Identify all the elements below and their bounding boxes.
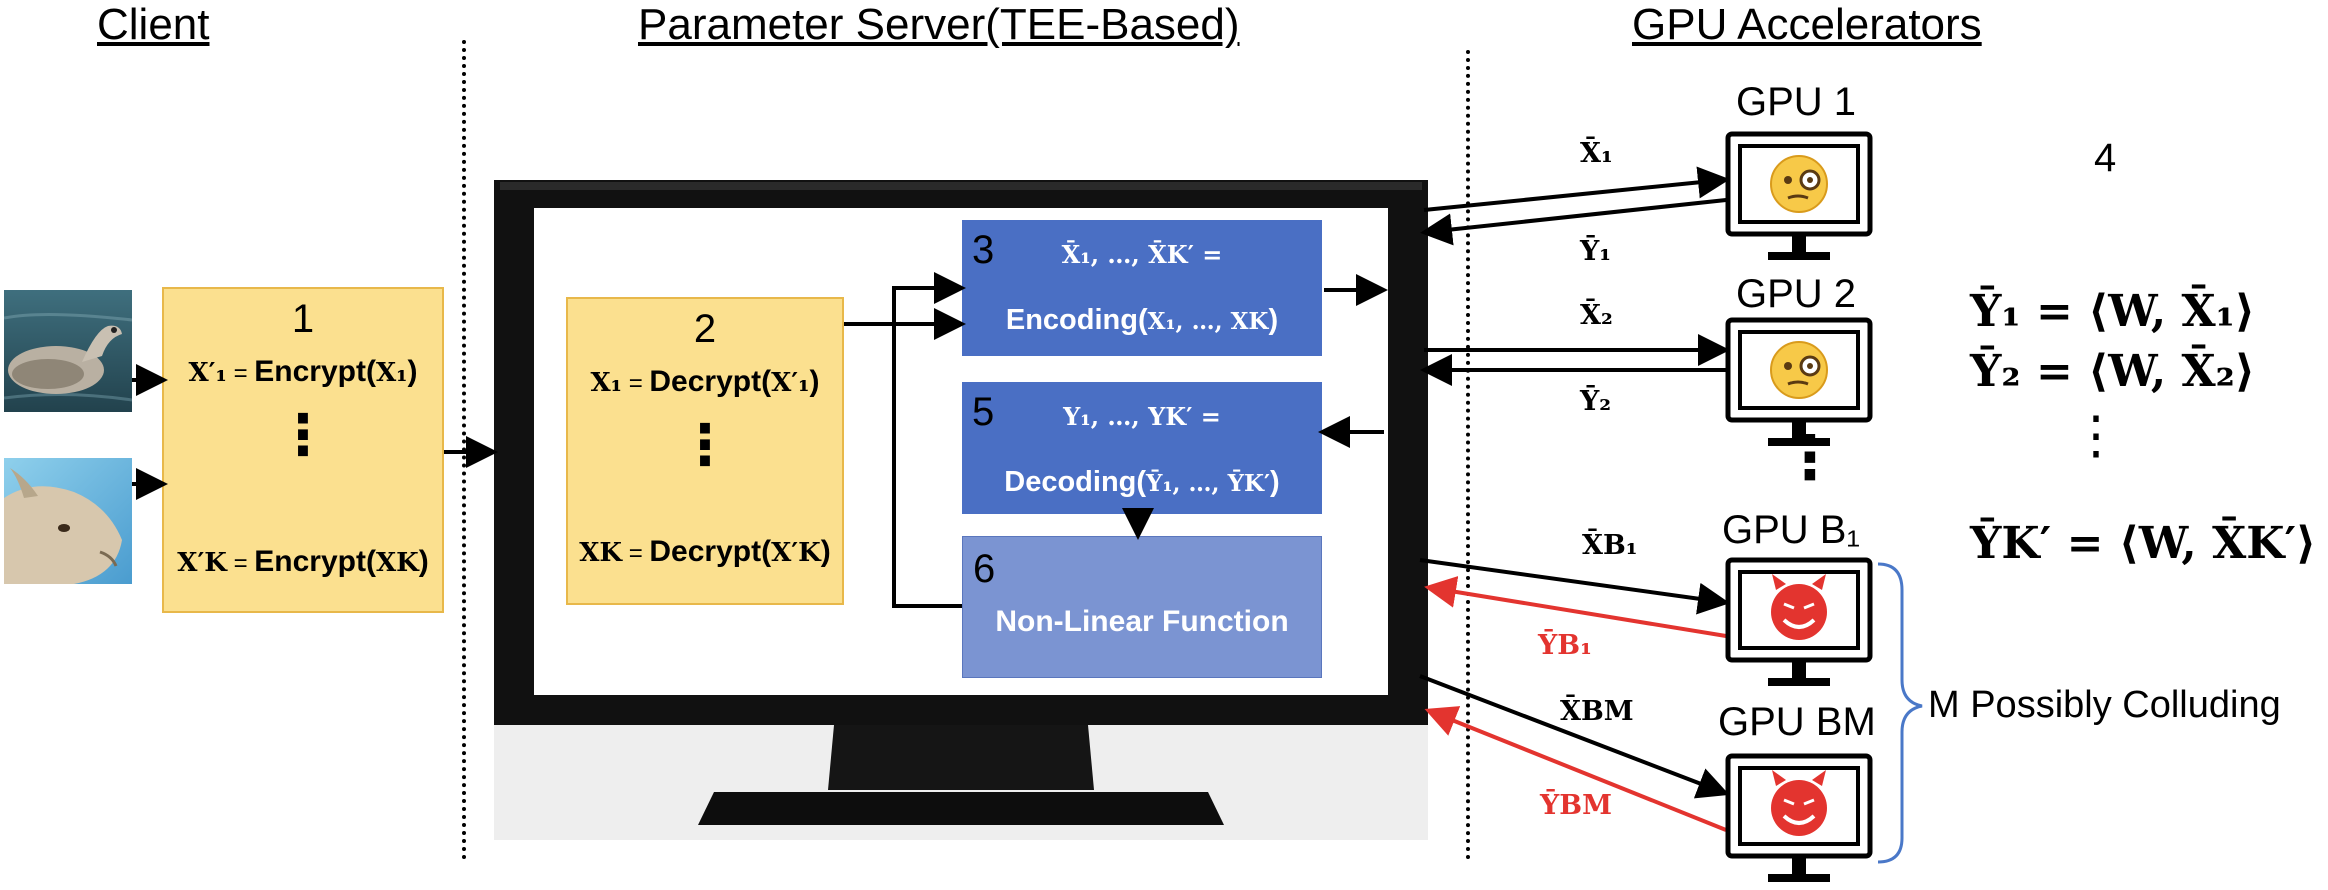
step4-eq1: Ȳ₁ = ⟨W, X̄₁⟩: [1970, 286, 2256, 337]
step1-line2: X′K = Encrypt(XK): [164, 545, 442, 579]
gpu2-send-label: X̄₂: [1580, 300, 1613, 331]
gpu-bm-monitor: [1728, 756, 1870, 882]
gpu-bm-recv-label: ȲBM: [1540, 790, 1612, 821]
step1-line1-var: X′₁: [188, 358, 227, 388]
step1-line1-arg: X₁: [375, 358, 408, 388]
step5-close: ): [1270, 466, 1280, 498]
step4-number: 4: [2094, 136, 2117, 180]
gpu-bm-label: GPU BM: [1718, 700, 1876, 744]
step1-line1-fn: Encrypt(: [254, 355, 376, 388]
monocle-face-icon: [1770, 341, 1828, 399]
step2-line1: X₁ = Decrypt(X′₁): [568, 365, 842, 399]
arrow-gpu-bm-to-server: [1424, 706, 1727, 832]
gpu-dots: ⋮: [1780, 424, 1840, 491]
gpu2-recv-label: Ȳ₂: [1580, 386, 1612, 417]
step1-dots: ⋮: [275, 403, 331, 466]
monocle-face-icon: [1770, 155, 1828, 213]
step2-decrypt-box: 2 X₁ = Decrypt(X′₁) ⋮ XK = Decrypt(X′K): [566, 297, 844, 605]
step1-line2-fn: Encrypt(: [254, 545, 376, 578]
step2-number: 2: [693, 307, 717, 351]
step5-decoding-box: 5 Y₁, …, YK′ = Decoding(Ȳ₁, …, ȲK′): [962, 382, 1322, 514]
goat-image: [4, 458, 132, 584]
step1-encrypt-box: 1 X′₁ = Encrypt(X₁) ⋮ X′K = Encrypt(XK): [162, 287, 444, 613]
step2-line1-fn: Decrypt(: [649, 365, 772, 398]
gpu1-label: GPU 1: [1736, 80, 1857, 124]
step2-line2-close: ): [820, 535, 831, 568]
arrow-gpu1-to-server: [1420, 198, 1727, 246]
header-gpu-accelerators: GPU Accelerators: [1632, 0, 1982, 49]
separator-server-gpus: [1466, 50, 1470, 860]
gpu1-recv-label: Ȳ₁: [1580, 236, 1612, 267]
devil-face-icon: [1771, 574, 1827, 640]
step6-label: Non-Linear Function: [995, 605, 1289, 638]
step1-line2-arg: XK: [375, 548, 419, 578]
arrow-gpu-b1-to-server: [1424, 576, 1727, 638]
step5-vars: Y₁, …, YK′ =: [1063, 402, 1221, 431]
step3-formula: Encoding(X₁, …, XK): [962, 304, 1322, 337]
colluding-label: M Possibly Colluding: [1928, 684, 2281, 726]
step2-line2: XK = Decrypt(X′K): [568, 535, 842, 569]
step2-line2-var: XK: [579, 538, 623, 568]
step5-args: Ȳ₁, …, ȲK′: [1146, 470, 1271, 497]
arrow-server-to-gpu-bm: [1419, 674, 1730, 799]
gpu-bm-send-label: X̄BM: [1560, 696, 1634, 727]
step5-fn: Decoding(: [1004, 466, 1147, 498]
step1-line2-close: ): [418, 545, 429, 578]
gpu2-monitor: [1728, 320, 1870, 446]
header-client: Client: [97, 0, 210, 49]
gpu2-label: GPU 2: [1736, 272, 1857, 316]
step1-line1-eq: =: [226, 360, 255, 387]
gpu-b1-send-label: X̄B₁: [1582, 530, 1638, 561]
step5-formula: Decoding(Ȳ₁, …, ȲK′): [962, 466, 1322, 499]
gpu-b1-recv-label: ȲB₁: [1538, 630, 1592, 661]
step3-fn: Encoding(: [1005, 304, 1148, 336]
step1-line1: X′₁ = Encrypt(X₁): [164, 355, 442, 389]
step3-number: 3: [972, 228, 995, 272]
step1-line2-eq: =: [226, 550, 255, 577]
gpu1-send-label: X̄₁: [1580, 138, 1613, 169]
step1-line2-var: X′K: [177, 548, 227, 578]
header-parameter-server: Parameter Server(TEE-Based): [638, 0, 1240, 49]
step3-args: X₁, …, XK: [1147, 308, 1269, 335]
gpu-b1-monitor: [1728, 560, 1870, 686]
step1-line1-close: ): [407, 355, 418, 388]
step3-encoding-box: 3 X̄₁, …, X̄K′ = Encoding(X₁, …, XK): [962, 220, 1322, 356]
goose-image: [4, 290, 132, 412]
gpu-b1-label: GPU B₁: [1722, 508, 1860, 552]
arrow-server-to-gpu1: [1423, 166, 1730, 212]
step4-dots: ⋮: [2070, 406, 2122, 466]
arrow-step6-loop-to-step3: [892, 272, 966, 608]
step4-eq2: Ȳ₂ = ⟨W, X̄₂⟩: [1970, 346, 2256, 397]
step2-line2-fn: Decrypt(: [649, 535, 772, 568]
step2-line1-arg: X′₁: [771, 368, 810, 398]
step2-line1-var: X₁: [590, 368, 623, 398]
step5-number: 5: [972, 390, 995, 434]
step2-line2-arg: X′K: [771, 538, 821, 568]
step2-dots: ⋮: [677, 413, 733, 476]
step6-nonlinear-box: 6 Non-Linear Function: [962, 536, 1322, 678]
step4-eqK: ȲK′ = ⟨W, X̄K′⟩: [1970, 518, 2317, 569]
step6-number: 6: [973, 547, 996, 591]
step3-vars: X̄₁, …, X̄K′ =: [1061, 240, 1223, 269]
step1-number: 1: [291, 297, 315, 341]
step2-line2-eq: =: [622, 540, 650, 567]
step2-line1-close: ): [809, 365, 820, 398]
gpu1-monitor: [1728, 134, 1870, 260]
step2-line1-eq: =: [622, 370, 650, 397]
colluding-bracket: [1877, 562, 1923, 864]
arrow-server-to-gpu-b1: [1419, 558, 1730, 615]
step3-close: ): [1268, 304, 1279, 336]
devil-face-icon: [1771, 770, 1827, 836]
